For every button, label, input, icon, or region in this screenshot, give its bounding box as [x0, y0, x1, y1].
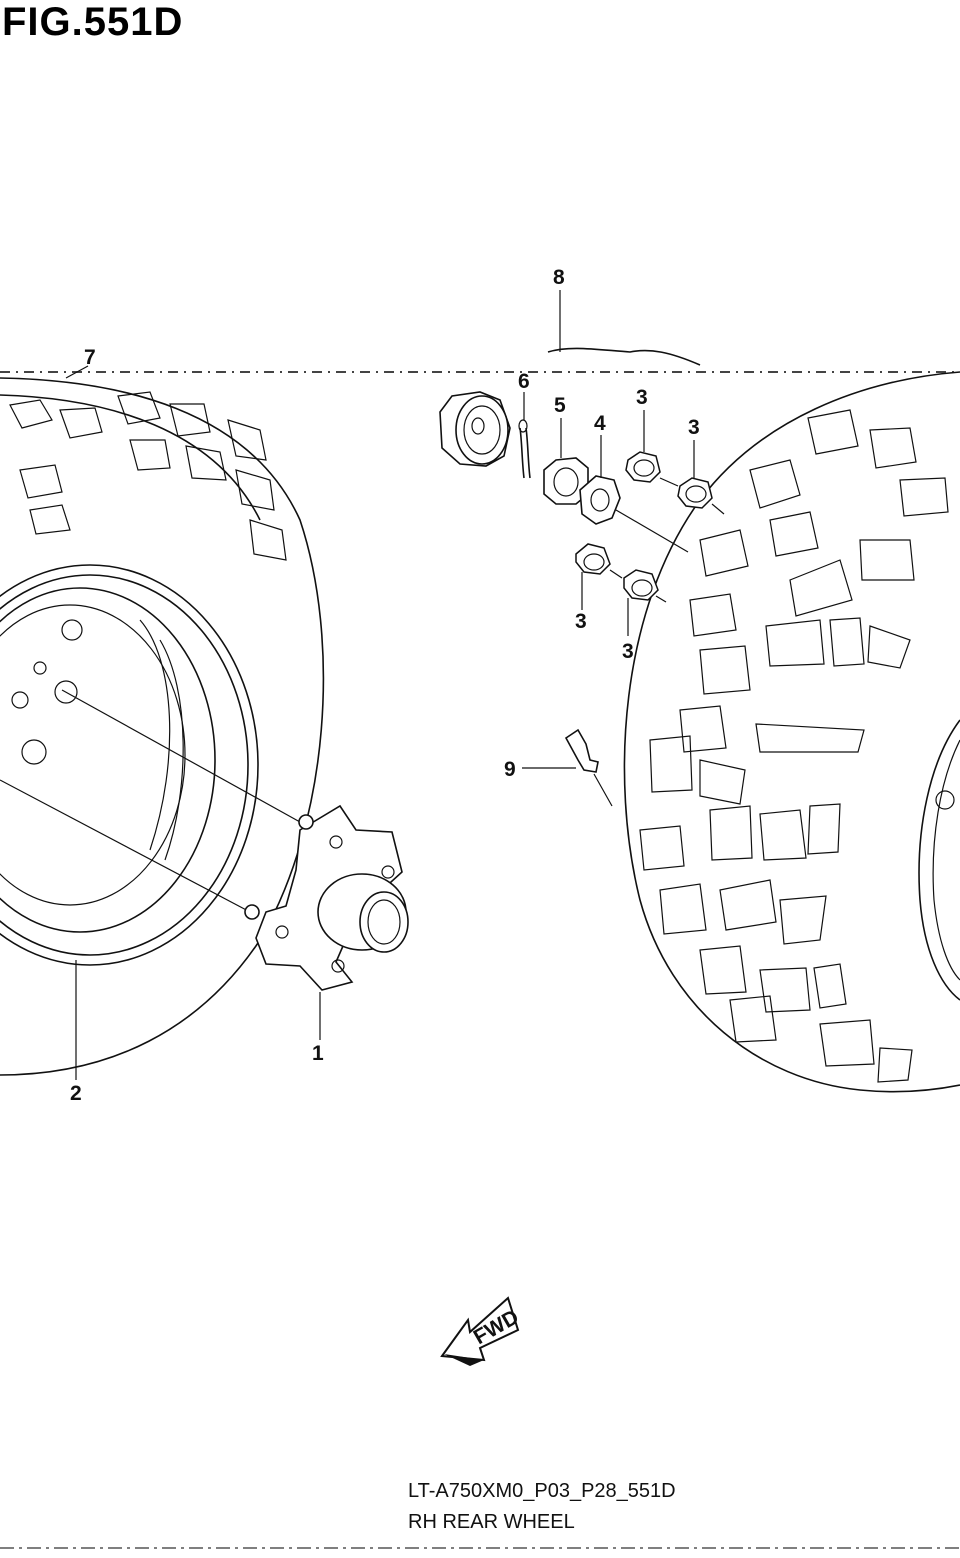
callout-cotter-pin: 6	[518, 370, 530, 393]
callout-tire-right: 8	[553, 266, 565, 289]
left-wheel-rim	[0, 564, 259, 966]
lug-nut-a	[625, 410, 679, 487]
hub-cap	[439, 391, 511, 467]
figure-code: LT-A750XM0_P03_P28_551D	[408, 1480, 676, 1502]
callout-wheel: 2	[70, 1082, 82, 1105]
cotter-pin	[518, 392, 531, 479]
callout-lug-nut: 3	[622, 640, 634, 663]
lock-washer	[579, 435, 689, 553]
tire-valve	[522, 728, 613, 807]
fwd-arrow-icon: FWD	[440, 1296, 523, 1366]
callout-tire-left: 7	[84, 346, 96, 369]
lug-nut-c	[575, 543, 623, 610]
lug-nut-b	[677, 440, 725, 515]
figure-name: RH REAR WHEEL	[408, 1511, 575, 1533]
callout-washer: 4	[594, 412, 606, 435]
callout-hub: 1	[312, 1042, 324, 1065]
wheel-hub	[244, 804, 409, 991]
lug-nut-d	[623, 569, 667, 636]
callout-castle-nut: 5	[554, 394, 566, 417]
callout-lug-nut: 3	[575, 610, 587, 633]
callout-lug-nut: 3	[688, 416, 700, 439]
figure-title: FIG.551D	[2, 0, 184, 44]
right-tire	[547, 347, 960, 1093]
callout-valve: 9	[504, 758, 516, 781]
left-tire	[0, 377, 325, 1076]
callout-lug-nut: 3	[636, 386, 648, 409]
castle-nut	[543, 418, 589, 505]
